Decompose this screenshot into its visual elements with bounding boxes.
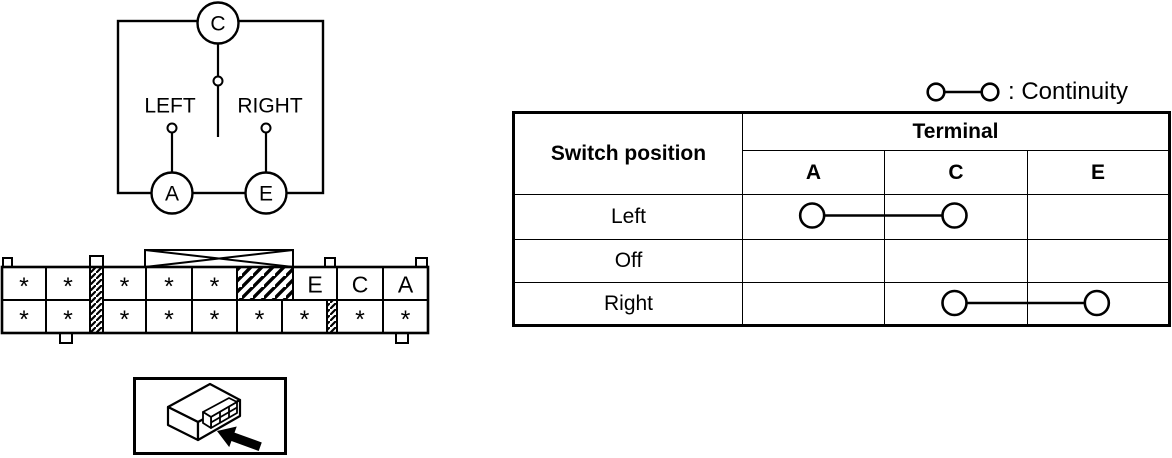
connector-blocked-slot <box>236 266 294 301</box>
connector-terminal-label: A <box>398 272 414 298</box>
connector-slot <box>45 299 91 334</box>
row-label-off: Off <box>513 239 743 283</box>
connector-slot <box>336 266 384 301</box>
connector-tab <box>2 257 13 268</box>
terminal-header-a: A <box>742 150 885 195</box>
terminal-e-label: E <box>259 183 273 206</box>
terminal-header-c: C <box>884 150 1028 195</box>
connector-slot-star: * <box>401 306 411 334</box>
terminal-group-header: Terminal <box>741 112 1171 151</box>
connector-tab <box>415 257 428 268</box>
continuity-symbol-icon <box>926 82 1000 102</box>
terminal-header-e: E <box>1026 150 1171 195</box>
relay-connector-block <box>202 397 238 429</box>
terminal-c-circle <box>196 1 240 45</box>
cell-off-c <box>884 239 1028 283</box>
switch-position-header: Switch position <box>513 112 743 195</box>
switch-circuit-diagram: C A E LEFT RIGHT <box>116 1 325 215</box>
connector-slot-star: * <box>210 273 220 301</box>
connector-slot-star: * <box>19 273 29 301</box>
relay-location-icon <box>133 377 287 455</box>
terminal-e-circle <box>244 171 288 215</box>
connector-slot-star: * <box>210 306 220 334</box>
row-label-left: Left <box>513 194 743 240</box>
terminal-a-label: A <box>165 183 179 206</box>
table-header-row: Switch position Terminal <box>513 112 1171 195</box>
connector-tab <box>324 257 336 268</box>
terminal-header-row: A C E <box>514 150 1171 195</box>
connector-terminal-label: E <box>307 272 322 298</box>
connector-slot-star: * <box>19 306 29 334</box>
connector-blocked-slot <box>326 299 338 334</box>
terminal-a-circle <box>150 171 194 215</box>
connector-slot-star: * <box>355 306 365 334</box>
terminal-c-label: C <box>210 13 225 36</box>
cell-off-e <box>1026 239 1171 283</box>
connector-tab <box>395 332 409 344</box>
connector-slot-star: * <box>164 273 174 301</box>
left-position-label: LEFT <box>144 95 196 118</box>
connector-blocked-slot <box>89 266 104 334</box>
cell-left-a <box>742 194 885 240</box>
cell-right-a <box>742 282 885 326</box>
connector-slot-star: * <box>164 306 174 334</box>
continuity-table: Switch position Terminal A C E Left Off … <box>512 111 1172 327</box>
row-label-right: Right <box>513 282 743 326</box>
right-position-label: RIGHT <box>237 95 303 118</box>
legend-label: : Continuity <box>1008 78 1129 105</box>
connector-slot-star: * <box>63 273 73 301</box>
cell-right-e <box>1026 282 1171 326</box>
connector-tab <box>59 332 73 344</box>
connector-pinout-diagram: * * * * * E C A * * * * * * * * * <box>0 249 430 344</box>
connector-slot-star: * <box>63 306 73 334</box>
continuity-legend: : Continuity <box>926 78 1128 106</box>
connector-slot-star: * <box>120 306 130 334</box>
table-row-right: Right <box>513 282 1171 326</box>
pointer-arrow-icon <box>217 426 262 451</box>
crossed-slot-marker <box>144 249 294 268</box>
right-contact-circle <box>260 122 272 134</box>
connector-slot-star: * <box>255 306 265 334</box>
cell-right-c <box>884 282 1028 326</box>
table-row-left: Left <box>513 194 1171 240</box>
connector-outline <box>0 265 430 335</box>
connector-slot-star: * <box>300 306 310 334</box>
cell-left-e <box>1026 194 1171 240</box>
cell-left-c <box>884 194 1028 240</box>
table-row-off: Off <box>513 239 1171 283</box>
connector-slot <box>102 299 147 334</box>
connector-slot-star: * <box>120 273 130 301</box>
left-contact-circle <box>166 122 178 134</box>
cell-off-a <box>742 239 885 283</box>
connector-tab <box>89 255 104 268</box>
connector-terminal-label: C <box>352 272 369 298</box>
lever-pivot-circle <box>212 75 224 87</box>
